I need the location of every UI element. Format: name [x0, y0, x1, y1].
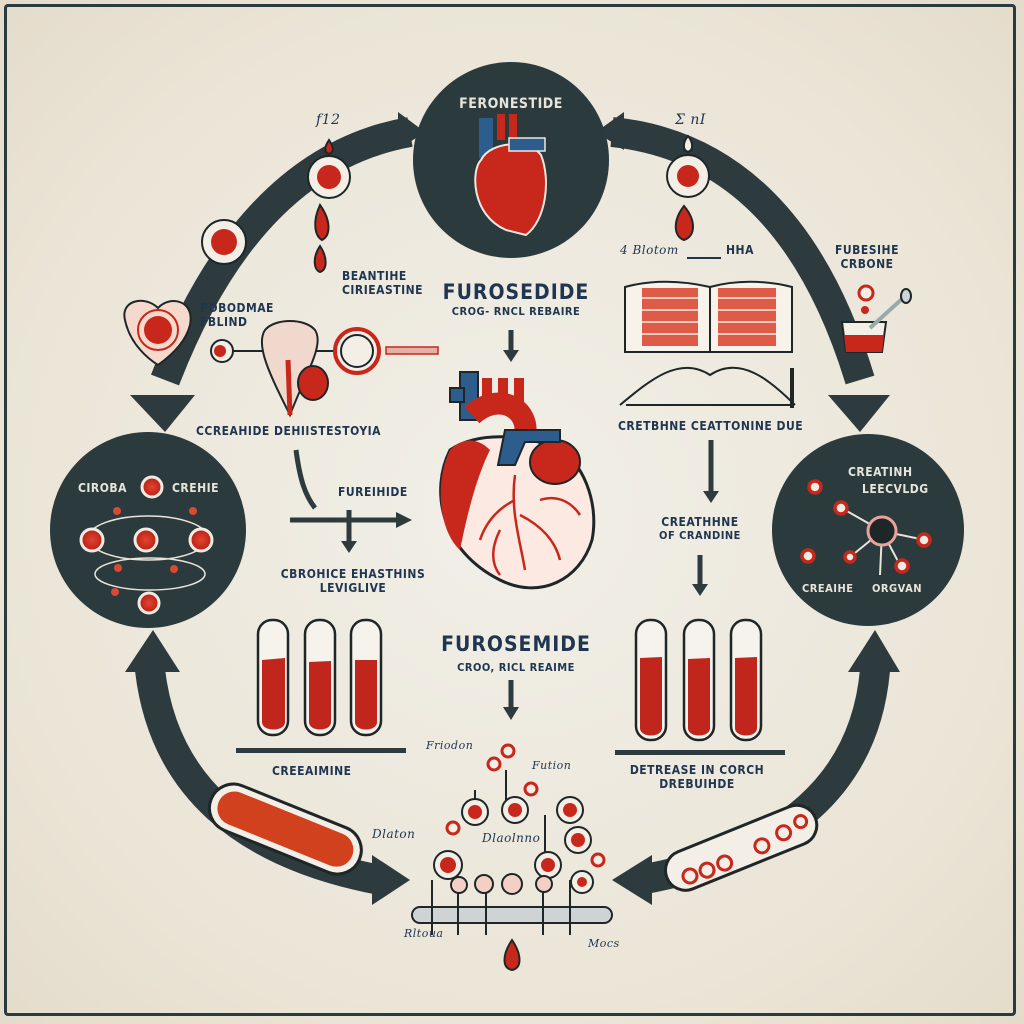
pobodmae-label-line-1: POBODMAE — [200, 301, 274, 315]
hha-label: HHA — [726, 243, 754, 257]
arrowhead-bottom-right — [612, 855, 652, 905]
cup-spoon-icon — [840, 284, 912, 353]
cbrohice-label-line-2: LEVIGLIVE — [319, 580, 387, 595]
mocs-label: Mocs — [588, 937, 620, 950]
arrowhead-top-left — [398, 112, 425, 150]
left-small-dots — [111, 507, 197, 596]
test-tubes-left — [236, 618, 406, 753]
arrowhead-right-down — [828, 395, 890, 432]
left-rbcs — [79, 475, 214, 615]
top-heart-icon — [474, 114, 547, 237]
top-right-marker-label: Σ nI — [675, 112, 706, 128]
test-tubes-right — [615, 618, 785, 755]
ribotu-label: Rltoua — [404, 927, 444, 940]
book-icon — [619, 280, 796, 408]
right-node-label-3: CREAIHE — [802, 582, 854, 595]
top-left-marker-label: f12 — [316, 112, 341, 128]
tube-fill-5 — [688, 658, 710, 736]
fubesme-label: FUBESIHE CRBONE — [834, 243, 900, 272]
pin-marker-right — [666, 134, 710, 242]
furosemide-title: FUROSEMIDE — [441, 632, 591, 656]
arrowhead-bottom-left — [372, 855, 410, 905]
arrowhead-left-down — [130, 395, 195, 432]
pobodmae-label: POBODMAE FBLIND — [200, 301, 274, 330]
tube-fill-1 — [262, 658, 285, 730]
arrowhead-top-right — [596, 112, 624, 150]
left-node-label-1: CIROBA — [78, 481, 128, 495]
cell-cluster — [411, 743, 613, 972]
creatine-label-line-2: CIRIEASTINE — [342, 282, 424, 297]
right-hub — [866, 515, 898, 547]
tube-fill-2 — [309, 661, 331, 730]
right-node-label-2: LEECVLDG — [862, 482, 929, 496]
tube-fill-3 — [355, 660, 377, 730]
detrease-label-line-2: DREBUIHDE — [659, 776, 735, 791]
arrowhead-right-up — [848, 630, 900, 672]
creatine-label: BEANTIHE CIRIEASTINE — [342, 269, 424, 298]
fution-label: Fution — [532, 759, 572, 772]
furosedide-subtitle: CROG- RNCL REBAIRE — [451, 305, 581, 318]
friodon-label: Friodon — [426, 739, 474, 752]
fubesme-label-line-1: FUBESIHE — [835, 243, 899, 257]
left-node-label-2: CREHIE — [172, 481, 220, 495]
small-arrows — [290, 330, 719, 720]
creatine-label-line-1: BEANTIHE — [342, 269, 407, 283]
nephron-icon — [210, 320, 439, 418]
dlaolnno-label: Dlaolnno — [482, 831, 541, 845]
border-frame — [4, 4, 1016, 1016]
cbrohice-label-line-1: CBROHICE EHASTHINS — [280, 567, 426, 581]
detrease-label: DETREASE IN CORCH DREBUIHDE — [622, 763, 772, 792]
cretbhne-label: CRETBHNE CEATTONINE DUE — [618, 419, 804, 433]
tube-fill-6 — [735, 657, 757, 736]
blotom-dash — [687, 257, 721, 259]
pobodmae-label-line-2: FBLIND — [200, 314, 248, 329]
blood-vessel-right — [663, 803, 819, 892]
blood-vessel-left — [207, 782, 363, 876]
furenide-label: FUREIHIDE — [338, 485, 408, 499]
pin-marker-far-left — [201, 219, 247, 265]
center-heart-icon — [439, 371, 596, 590]
furosemide-subtitle: CROO, RICL REAIME — [457, 661, 575, 674]
cbrohice-label: CBROHICE EHASTHINS LEVIGLIVE — [268, 567, 438, 596]
fubesme-label-line-2: CRBONE — [840, 256, 894, 271]
blotom-label: 4 Blotom — [620, 243, 679, 257]
creathine-label-line-1: CREATHHNE — [661, 515, 739, 529]
top-node-label: FERONESTIDE — [459, 96, 563, 112]
arc-top-right — [610, 117, 875, 385]
arrowhead-left-up — [125, 630, 180, 672]
arrow-heads — [125, 112, 900, 905]
creathine-label: CREATHHNE OF CRANDINE — [640, 515, 760, 542]
tube-fill-4 — [640, 657, 662, 736]
credanide-label: CCREAHIDE DEHIISTESTOYIA — [196, 424, 382, 438]
creathine-label-line-2: OF CRANDINE — [659, 528, 741, 542]
furosedide-title: FUROSEDIDE — [442, 280, 590, 304]
right-node-label-4: ORGVAN — [872, 582, 923, 595]
dlaton-label: Dlaton — [372, 827, 416, 841]
right-node-label-1: CREATINH — [848, 465, 913, 479]
detrease-label-line-1: DETREASE IN CORCH — [629, 763, 765, 777]
heart-tissue-icon — [123, 299, 192, 367]
right-rbcs — [800, 479, 932, 574]
pin-marker-left — [307, 138, 351, 274]
creamine-label: CREEAIMINE — [272, 764, 352, 778]
